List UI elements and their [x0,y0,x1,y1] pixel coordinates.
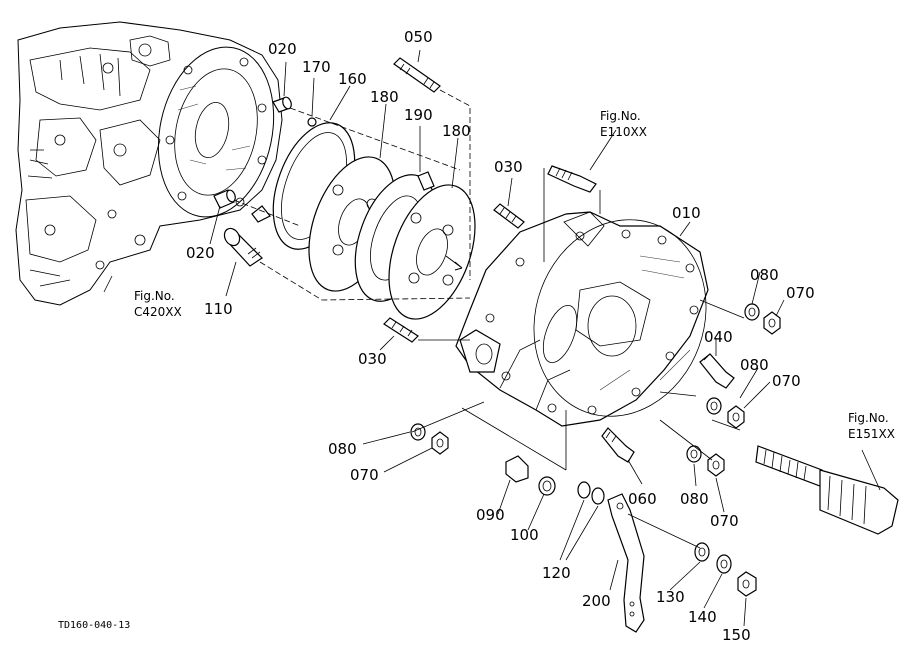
label-130: 130 [656,588,685,606]
o-rings-120 [577,481,605,505]
seal-100 [538,476,556,496]
label-080-left: 080 [328,440,357,458]
label-180-left: 180 [370,88,399,106]
washer-140 [716,554,732,574]
label-030-bottom: 030 [358,350,387,368]
label-120: 120 [542,564,571,582]
label-110: 110 [204,300,233,318]
stud-bolt-050 [393,57,441,93]
figure-references: Fig.No. E110XX Fig.No. C420XX Fig.No. E1… [134,109,895,441]
drawing-code: TD160-040-13 [58,620,130,631]
label-070-lower: 070 [710,512,739,530]
dowel-pin-upper [272,96,292,113]
fig-ref-e110-title: Fig.No. [600,109,641,123]
label-080-top: 080 [750,266,779,284]
nut-070-left [431,431,449,455]
washer-080-lower [686,445,702,463]
nut-070-top [763,311,781,335]
label-070-mid: 070 [772,372,801,390]
stud-bolt-030-upper [493,203,525,229]
label-070-left: 070 [350,466,379,484]
label-190: 190 [404,106,433,124]
stud-bolt-030-lower [383,317,419,343]
label-080-lower: 080 [680,490,709,508]
label-150: 150 [722,626,751,644]
label-080-mid: 080 [740,356,769,374]
clutch-housing [455,211,709,427]
label-020-top: 020 [268,40,297,58]
label-050: 050 [404,28,433,46]
plug-090 [505,455,529,483]
washer-130 [694,542,710,562]
leader-lines [103,49,881,627]
label-020-bottom: 020 [186,244,215,262]
label-160: 160 [338,70,367,88]
washer-080-top [744,303,760,321]
fig-ref-c420-title: Fig.No. [134,289,175,303]
fig-ref-e110-code: E110XX [600,125,647,139]
label-180-right: 180 [442,122,471,140]
label-200: 200 [582,592,611,610]
part-number-labels: 020 170 160 180 190 180 050 030 020 110 … [186,28,815,644]
stud-bolt-110 [223,227,263,267]
washer-080-left [410,423,426,441]
engine-block-drawing [15,21,283,306]
label-100: 100 [510,526,539,544]
fig-ref-e151-title: Fig.No. [848,411,889,425]
fig-ref-e151-code: E151XX [848,427,895,441]
label-030-top: 030 [494,158,523,176]
sensor-bolt [547,165,597,193]
label-040: 040 [704,328,733,346]
nut-070-lower [707,453,725,477]
label-140: 140 [688,608,717,626]
bolt-060 [601,427,635,463]
label-070-top: 070 [786,284,815,302]
nut-070-mid [727,405,745,429]
washer-080-mid [706,397,722,415]
steel-ball [307,117,317,127]
label-170: 170 [302,58,331,76]
bolt-040 [699,353,735,389]
fig-ref-c420-code: C420XX [134,305,182,319]
nut-150 [737,571,757,597]
clutch-plate-2 [388,184,476,320]
label-060: 060 [628,490,657,508]
label-010: 010 [672,204,701,222]
label-090: 090 [476,506,505,524]
input-shaft [755,445,899,535]
lever-200 [607,493,645,633]
dowel-pin-lower [213,189,236,209]
